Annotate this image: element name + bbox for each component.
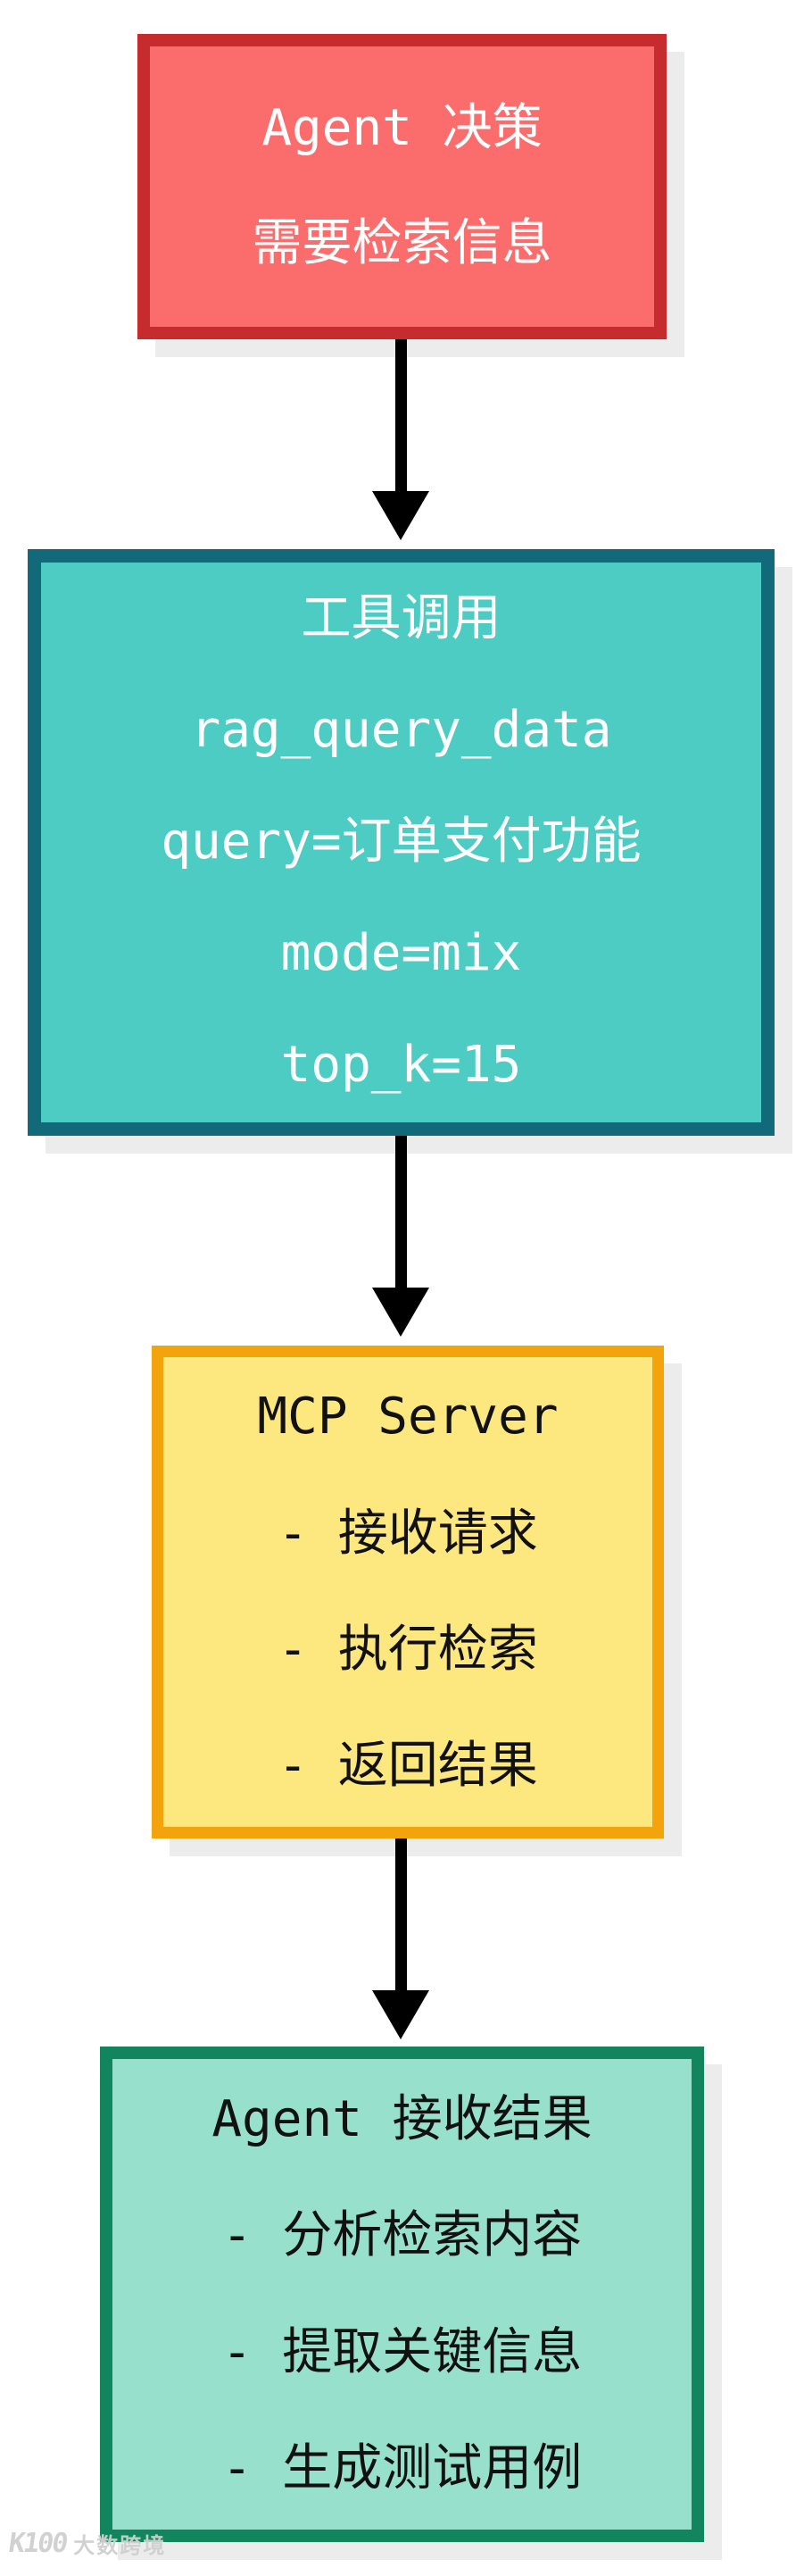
watermark-logo-icon: K100 [6,2527,69,2559]
box-text-line: - 返回结果 [278,1737,538,1796]
box-text-line: top_k=15 [280,1035,522,1094]
arrow-head [372,1288,429,1337]
arrow-head [372,1990,429,2039]
watermark-text: 大数跨境 [73,2532,167,2558]
box-text-line: - 执行检索 [278,1621,538,1679]
box-text-line: mode=mix [280,923,522,982]
box-text-line: - 接收请求 [278,1504,538,1563]
box-text-line: Agent 接收结果 [211,2089,593,2148]
box-text-line: - 生成测试用例 [221,2438,583,2497]
arrow-head [372,491,429,540]
arrow-shaft [395,1136,407,1289]
box-text-line: - 分析检索内容 [221,2206,583,2265]
flow-box-agent-decision: Agent 决策 需要检索信息 [137,34,667,339]
box-text-line: - 提取关键信息 [221,2322,583,2381]
flow-box-agent-receives-result: Agent 接收结果 - 分析检索内容 - 提取关键信息 - 生成测试用例 [100,2047,704,2542]
arrow-shaft [395,1838,407,1992]
flow-box-mcp-server: MCP Server - 接收请求 - 执行检索 - 返回结果 [152,1346,664,1838]
watermark: K100 大数跨境 [6,2523,167,2563]
box-text-line: 需要检索信息 [252,214,552,272]
flow-box-tool-call: 工具调用 rag_query_data query=订单支付功能 mode=mi… [28,549,775,1136]
arrow-shaft [395,339,407,493]
box-text-line: MCP Server [257,1388,559,1446]
box-text-line: rag_query_data [190,701,612,760]
box-text-line: 工具调用 [301,589,501,648]
box-text-line: Agent 决策 [261,99,543,158]
box-text-line: query=订单支付功能 [161,813,642,871]
